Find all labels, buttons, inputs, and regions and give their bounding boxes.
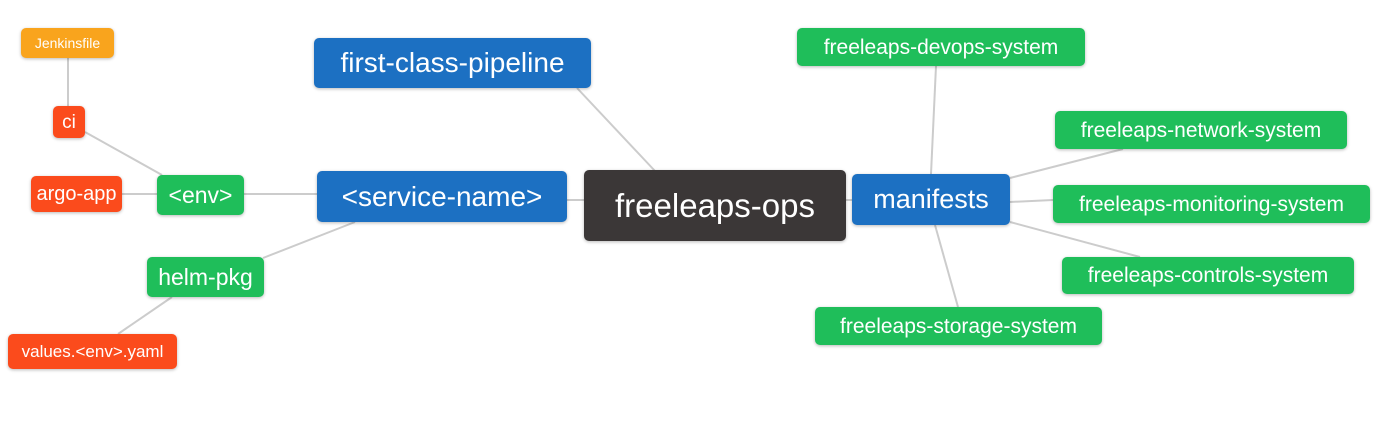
edge-manifests-storage-system bbox=[934, 224, 959, 308]
node-controls-system[interactable]: freeleaps-controls-system bbox=[1062, 257, 1354, 294]
node-jenkinsfile[interactable]: Jenkinsfile bbox=[21, 28, 114, 58]
edge-manifests-network-system bbox=[1009, 148, 1124, 179]
edge-ci-env bbox=[84, 131, 163, 176]
node-storage-system[interactable]: freeleaps-storage-system bbox=[815, 307, 1102, 345]
edge-helm-pkg-values-env-yaml bbox=[117, 296, 173, 335]
node-helm-pkg[interactable]: helm-pkg bbox=[147, 257, 264, 297]
node-first-class-pipeline[interactable]: first-class-pipeline bbox=[314, 38, 591, 88]
node-env[interactable]: <env> bbox=[157, 175, 244, 215]
edge-manifests-monitoring-system bbox=[1009, 199, 1054, 203]
node-argo-app[interactable]: argo-app bbox=[31, 176, 122, 212]
node-values-env-yaml[interactable]: values.<env>.yaml bbox=[8, 334, 177, 369]
node-network-system[interactable]: freeleaps-network-system bbox=[1055, 111, 1347, 149]
node-monitoring-system[interactable]: freeleaps-monitoring-system bbox=[1053, 185, 1370, 223]
node-ci[interactable]: ci bbox=[53, 106, 85, 138]
edge-manifests-controls-system bbox=[1009, 221, 1141, 258]
node-manifests[interactable]: manifests bbox=[852, 174, 1010, 225]
edge-manifests-devops-system bbox=[930, 65, 937, 175]
node-service-name[interactable]: <service-name> bbox=[317, 171, 567, 222]
edge-first-class-pipeline-freeleaps-ops bbox=[576, 87, 656, 172]
node-freeleaps-ops[interactable]: freeleaps-ops bbox=[584, 170, 846, 241]
edge-service-name-helm-pkg bbox=[262, 221, 356, 259]
node-devops-system[interactable]: freeleaps-devops-system bbox=[797, 28, 1085, 66]
